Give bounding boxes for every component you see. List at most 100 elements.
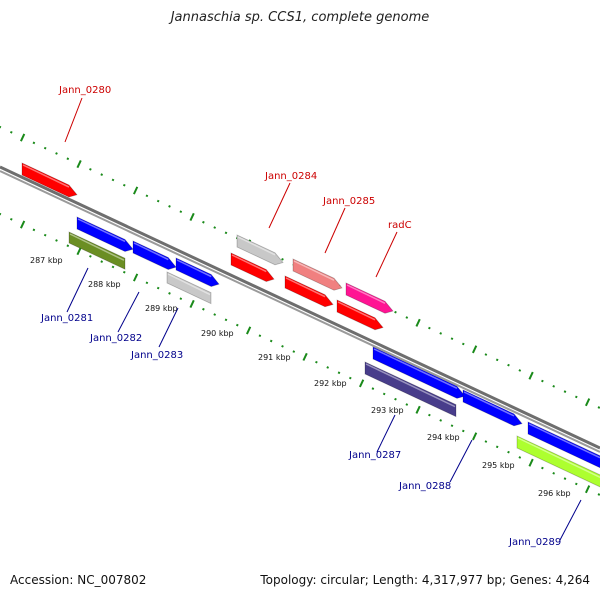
gene-highlight <box>373 348 458 390</box>
tick-mark <box>326 366 330 369</box>
tick-mark <box>563 390 567 393</box>
tick-mark <box>541 379 544 383</box>
scale-label: 294 kbp <box>427 433 460 442</box>
tick-mark <box>89 168 92 171</box>
gene-highlight <box>176 259 212 278</box>
gene-blocks <box>21 162 600 490</box>
gene-highlight <box>237 236 276 256</box>
gene-highlight <box>167 273 211 296</box>
tick-mark <box>597 493 600 496</box>
gene-block-13[interactable] <box>372 346 466 399</box>
tick-mark <box>9 217 13 221</box>
top-gene-labels: Jann_0280 Jann_0284 Jann_0285 radC <box>58 85 412 231</box>
tick-mark <box>9 130 13 134</box>
tick-mark <box>302 352 308 361</box>
tick-mark <box>179 210 183 214</box>
tick-mark <box>66 157 70 161</box>
tick-mark <box>348 376 352 380</box>
label-jann-0284: Jann_0284 <box>264 171 317 182</box>
tick-mark <box>145 194 149 198</box>
gene-highlight <box>77 218 126 243</box>
callout-jann-0289 <box>559 499 582 541</box>
tick-mark <box>202 307 205 311</box>
callout-jann-0283 <box>158 307 179 348</box>
scale-label: 293 kbp <box>371 406 404 415</box>
tick-mark <box>213 313 217 316</box>
gene-block-3[interactable] <box>68 231 126 270</box>
tick-mark <box>428 326 431 330</box>
gene-block-10[interactable] <box>284 275 334 308</box>
tick-mark <box>156 286 160 290</box>
tick-mark <box>224 231 228 235</box>
tick-mark <box>358 379 365 388</box>
tick-mark <box>281 257 284 261</box>
label-jann-0285: Jann_0285 <box>322 196 375 207</box>
tick-mark <box>292 350 296 353</box>
tick-mark <box>507 363 510 367</box>
gene-highlight <box>293 260 335 281</box>
tick-mark <box>55 239 58 242</box>
tick-mark <box>111 178 115 182</box>
tick-mark <box>122 183 126 187</box>
label-jann-0282: Jann_0282 <box>89 333 142 344</box>
tick-mark <box>315 360 318 364</box>
tick-mark <box>584 485 591 494</box>
tick-mark <box>484 353 488 356</box>
gene-highlight <box>337 301 376 321</box>
scale-label: 287 kbp <box>30 256 63 265</box>
gene-block-1[interactable] <box>21 162 78 198</box>
scale-label: 289 kbp <box>145 304 178 313</box>
tick-mark <box>405 403 409 406</box>
tick-mark <box>415 405 421 414</box>
gene-block-17[interactable] <box>516 435 600 490</box>
tick-mark <box>495 445 499 449</box>
scale-label: 288 kbp <box>88 280 121 289</box>
gene-highlight <box>365 363 456 408</box>
tick-mark <box>405 316 409 319</box>
gene-block-5[interactable] <box>175 257 220 287</box>
gene-highlight <box>133 242 169 261</box>
gene-highlight <box>528 423 600 459</box>
gene-highlight <box>69 233 125 261</box>
callout-radc <box>375 231 398 278</box>
scale-labels: 287 kbp 288 kbp 289 kbp 290 kbp 291 kbp … <box>30 256 571 498</box>
gene-block-14[interactable] <box>364 361 457 418</box>
tick-mark <box>55 152 58 155</box>
gene-block-9[interactable] <box>292 258 343 291</box>
gene-block-4[interactable] <box>132 240 177 270</box>
tick-mark <box>461 342 465 346</box>
tick-mark <box>415 318 421 327</box>
tick-mark <box>89 255 92 258</box>
map-title: Jannaschia sp. CCS1, complete genome <box>170 10 430 25</box>
gene-block-2[interactable] <box>76 216 134 252</box>
tick-mark <box>439 332 443 335</box>
gene-block-15[interactable] <box>462 389 523 427</box>
tick-mark <box>484 440 488 443</box>
gene-block-6[interactable] <box>166 271 212 305</box>
tick-mark <box>382 392 386 396</box>
gene-block-16[interactable] <box>527 421 600 469</box>
tick-mark <box>552 384 556 388</box>
gene-block-11[interactable] <box>345 282 394 314</box>
tick-mark <box>541 466 544 470</box>
tick-mark <box>100 173 104 176</box>
gene-highlight <box>346 284 386 304</box>
tick-mark <box>574 395 578 399</box>
gene-highlight <box>285 277 326 298</box>
tick-mark <box>132 273 139 282</box>
tick-mark <box>528 371 534 380</box>
gene-block-12[interactable] <box>336 299 384 331</box>
tick-mark <box>507 450 510 454</box>
tick-mark <box>224 318 228 322</box>
label-jann-0287: Jann_0287 <box>348 450 401 461</box>
scale-label: 292 kbp <box>314 379 347 388</box>
gene-block-7[interactable] <box>236 234 284 266</box>
tick-mark <box>189 212 195 222</box>
tick-mark <box>132 186 139 195</box>
tick-mark <box>450 424 454 428</box>
tick-mark <box>43 146 47 150</box>
gene-highlight <box>463 391 515 417</box>
gene-block-8[interactable] <box>230 252 275 282</box>
tick-mark <box>189 299 195 309</box>
